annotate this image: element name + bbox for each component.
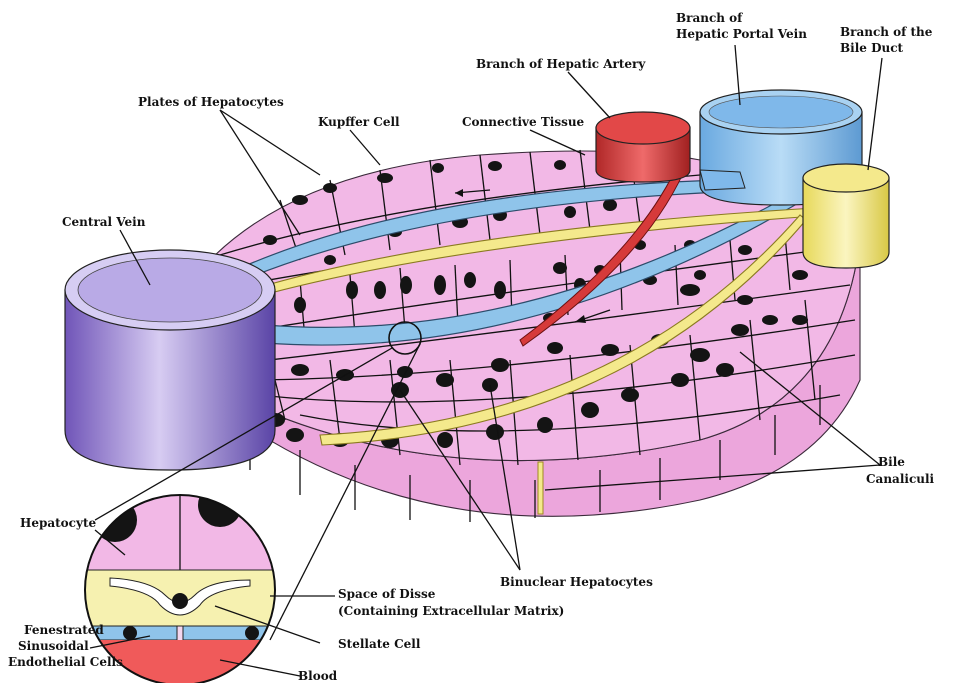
label-blood: Blood <box>298 669 338 683</box>
magnified-inset <box>85 483 275 683</box>
central-vein <box>65 250 275 470</box>
hepatocyte-lobule <box>210 150 860 522</box>
label-fenestrated-line2: Sinusoidal <box>18 639 89 653</box>
label-plates: Plates of Hepatocytes <box>138 95 284 109</box>
bile-duct <box>803 164 889 268</box>
label-hepatic-artery: Branch of Hepatic Artery <box>476 57 646 71</box>
hepatic-artery <box>596 112 690 182</box>
label-fenestrated-line3: Endothelial Cells <box>8 655 123 669</box>
label-portal-vein-line2: Hepatic Portal Vein <box>676 27 807 41</box>
label-bile-duct-line2: Bile Duct <box>840 41 904 55</box>
label-space-of-disse-line2: (Containing Extracellular Matrix) <box>338 604 564 618</box>
label-kupffer: Kupffer Cell <box>318 115 400 129</box>
label-bile-canaliculi-line1: Bile <box>878 455 905 469</box>
label-stellate: Stellate Cell <box>338 637 421 651</box>
portal-vein-branch <box>700 170 745 190</box>
label-hepatocyte: Hepatocyte <box>20 516 97 530</box>
label-binuclear: Binuclear Hepatocytes <box>500 575 653 589</box>
label-bile-duct-line1: Branch of the <box>840 25 933 39</box>
label-fenestrated-line1: Fenestrated <box>24 623 104 637</box>
label-central-vein: Central Vein <box>62 215 146 229</box>
label-portal-vein-line1: Branch of <box>676 11 743 25</box>
label-space-of-disse-line1: Space of Disse <box>338 587 436 601</box>
label-connective: Connective Tissue <box>462 115 585 129</box>
side-bile-canaliculus <box>538 462 543 514</box>
label-bile-canaliculi-line2: Canaliculi <box>866 472 935 486</box>
